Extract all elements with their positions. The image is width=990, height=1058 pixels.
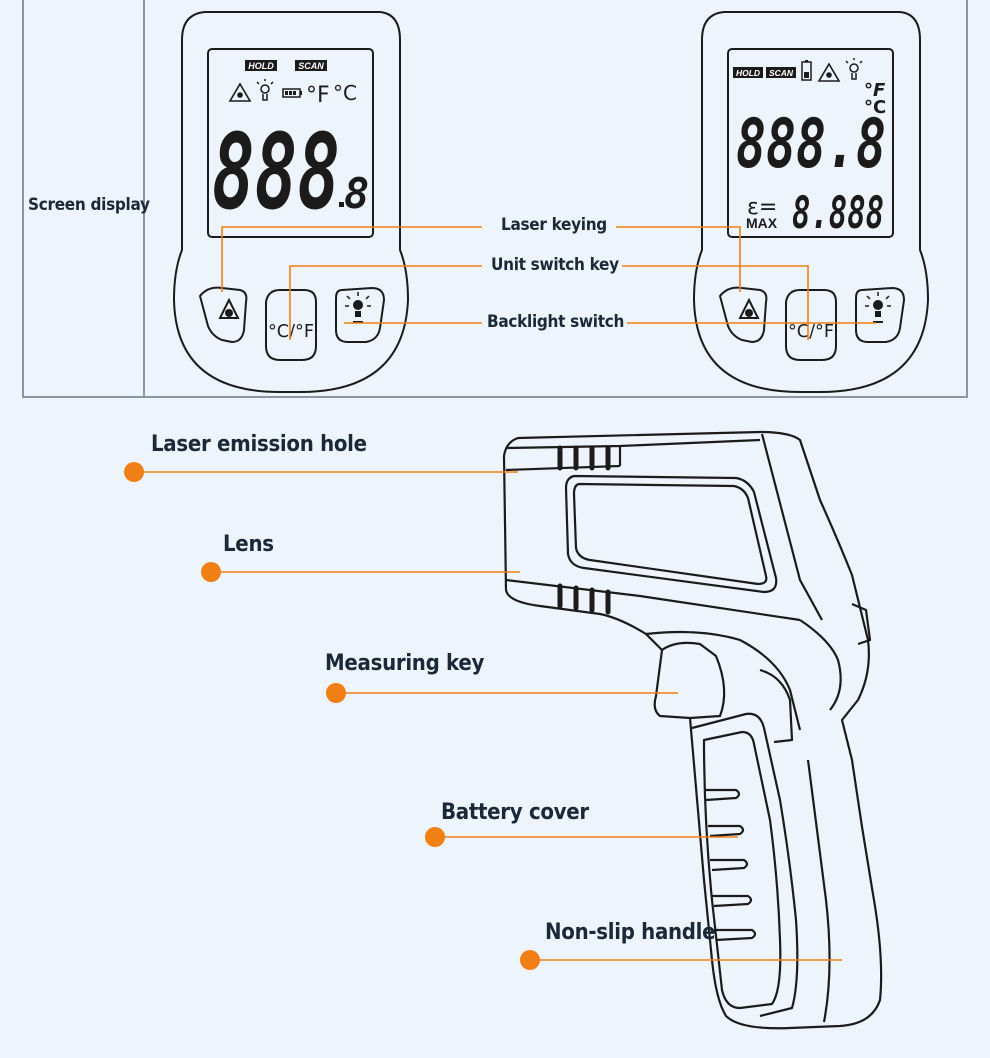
callout-dots: [124, 462, 540, 970]
right-lcd-content: HOLD SCAN °F °C 888.8 ε= MAX 8.888 °C/°F: [733, 58, 886, 342]
left-unit-c: °C: [333, 81, 357, 105]
right-device: [692, 11, 930, 393]
callout-non-slip-handle: Non-slip handle: [545, 920, 716, 945]
left-lcd-content: HOLD SCAN °F °C 888 8 °C/°F: [212, 60, 369, 342]
left-hold-text: HOLD: [248, 61, 274, 71]
right-laser-warning-icon: [817, 62, 841, 82]
measuring-key-dot: [326, 683, 346, 703]
right-laser-key[interactable]: [718, 286, 768, 344]
callout-backlight-switch: Backlight switch: [484, 312, 628, 332]
left-unit-f: °F: [306, 83, 330, 108]
callout-laser-emission-hole: Laser emission hole: [151, 432, 367, 457]
left-small-digit: 8: [344, 169, 369, 218]
right-unit-key-label: °C/°F: [788, 321, 834, 342]
left-laser-warning-icon: [228, 82, 252, 102]
callout-battery-cover: Battery cover: [441, 800, 589, 825]
left-unit-key-label: °C/°F: [268, 321, 314, 342]
row-label-screen-display: Screen display: [28, 195, 150, 215]
unit-key-leader-left: [289, 265, 482, 340]
right-unit-c: °C: [864, 97, 886, 118]
laser-keying-leader-right: [616, 226, 741, 292]
callout-measuring-key: Measuring key: [325, 651, 485, 676]
callout-unit-switch-key: Unit switch key: [488, 255, 622, 275]
left-decimal-point: [339, 202, 344, 207]
right-hold-text: HOLD: [736, 68, 760, 78]
left-unit-key[interactable]: [265, 289, 317, 361]
left-main-reading: 888: [212, 111, 340, 233]
unit-key-leader-right: [616, 265, 809, 340]
right-backlight-key[interactable]: [855, 286, 906, 343]
screen-display-table: [22, 0, 968, 398]
gun-callout-lines: [134, 471, 842, 961]
right-hold-badge: [733, 67, 763, 78]
table-divider: [143, 0, 145, 398]
laser-emission-dot: [124, 462, 144, 482]
right-main-reading: 888.8: [736, 105, 886, 184]
left-backlight-icon: [256, 79, 274, 101]
callout-laser-keying: Laser keying: [498, 215, 610, 235]
laser-keying-leader-left: [221, 226, 482, 292]
left-laser-key[interactable]: [198, 286, 248, 344]
right-max-label: MAX: [746, 215, 778, 231]
left-hold-badge: [245, 60, 277, 71]
right-unit-key[interactable]: [785, 289, 837, 361]
right-scan-badge: [766, 67, 796, 78]
right-unit-f: °F: [864, 80, 886, 101]
callout-lens: Lens: [223, 532, 274, 557]
right-emissivity-symbol: ε=: [747, 195, 777, 220]
non-slip-handle-dot: [520, 950, 540, 970]
right-battery-icon: [801, 60, 812, 81]
right-secondary-reading: 8.888: [792, 188, 884, 239]
lens-dot: [201, 562, 221, 582]
right-backlight-icon: [845, 58, 863, 80]
battery-cover-dot: [425, 827, 445, 847]
left-scan-text: SCAN: [298, 61, 324, 71]
right-scan-text: SCAN: [769, 68, 794, 78]
left-scan-badge: [295, 60, 327, 71]
left-battery-icon: [282, 88, 302, 98]
left-backlight-key[interactable]: [335, 286, 386, 343]
left-device: [172, 11, 410, 393]
top-callout-lines: [221, 226, 876, 340]
thermometer-gun: [502, 430, 883, 1030]
